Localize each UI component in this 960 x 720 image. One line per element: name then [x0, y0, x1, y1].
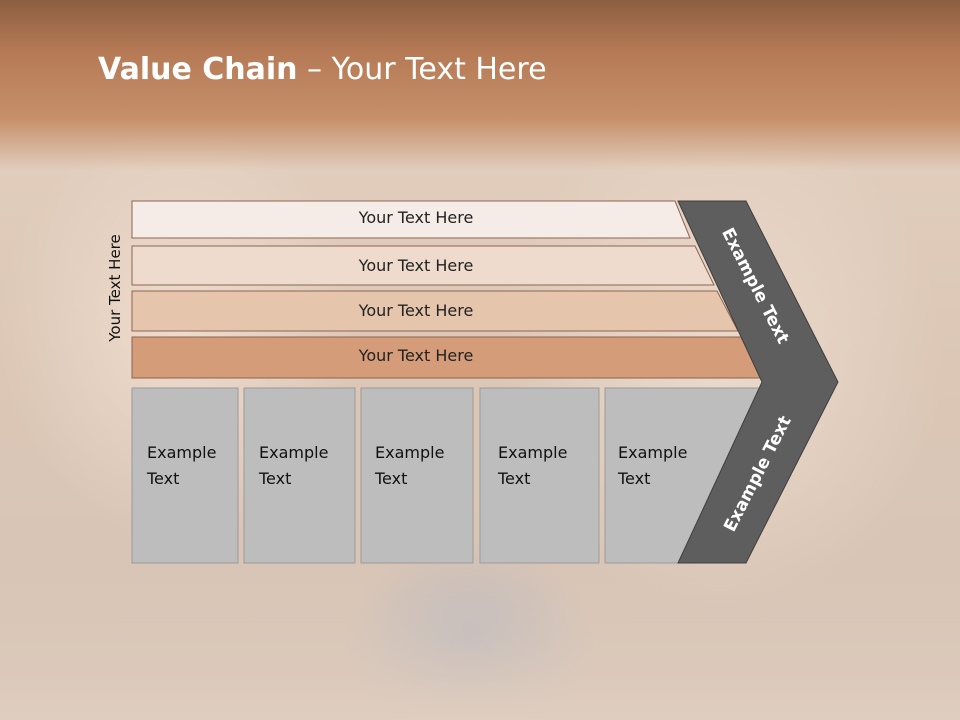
- row-label-3: Your Text Here: [358, 301, 474, 320]
- column-box-2: [243, 387, 356, 564]
- column-text-5-line1: Example: [618, 443, 688, 462]
- row-bar-2: [131, 245, 715, 286]
- header-band: [0, 0, 960, 170]
- column-box-4: [479, 387, 600, 564]
- column-text-4-line1: Example: [498, 443, 568, 462]
- column-text-3-line1: Example: [375, 443, 445, 462]
- column-box-3: [360, 387, 474, 564]
- row-label-1: Your Text Here: [358, 208, 474, 227]
- title-bold: Value Chain: [98, 52, 298, 87]
- column-text-4-line2: Text: [498, 469, 531, 488]
- column-text-5-line2: Text: [618, 469, 651, 488]
- row-label-2: Your Text Here: [358, 256, 474, 275]
- column-text-1-line1: Example: [147, 443, 217, 462]
- title-rest: – Your Text Here: [297, 52, 547, 87]
- slide-title: Value Chain – Your Text Here: [98, 52, 547, 87]
- column-box-1: [131, 387, 239, 564]
- row-bar-1: [131, 200, 691, 239]
- row-label-4: Your Text Here: [358, 346, 474, 365]
- chevron-arrow: [677, 200, 839, 564]
- column-text-2-line2: Text: [259, 469, 292, 488]
- column-text-2-line1: Example: [259, 443, 329, 462]
- column-text-1-line2: Text: [147, 469, 180, 488]
- column-text-3-line2: Text: [375, 469, 408, 488]
